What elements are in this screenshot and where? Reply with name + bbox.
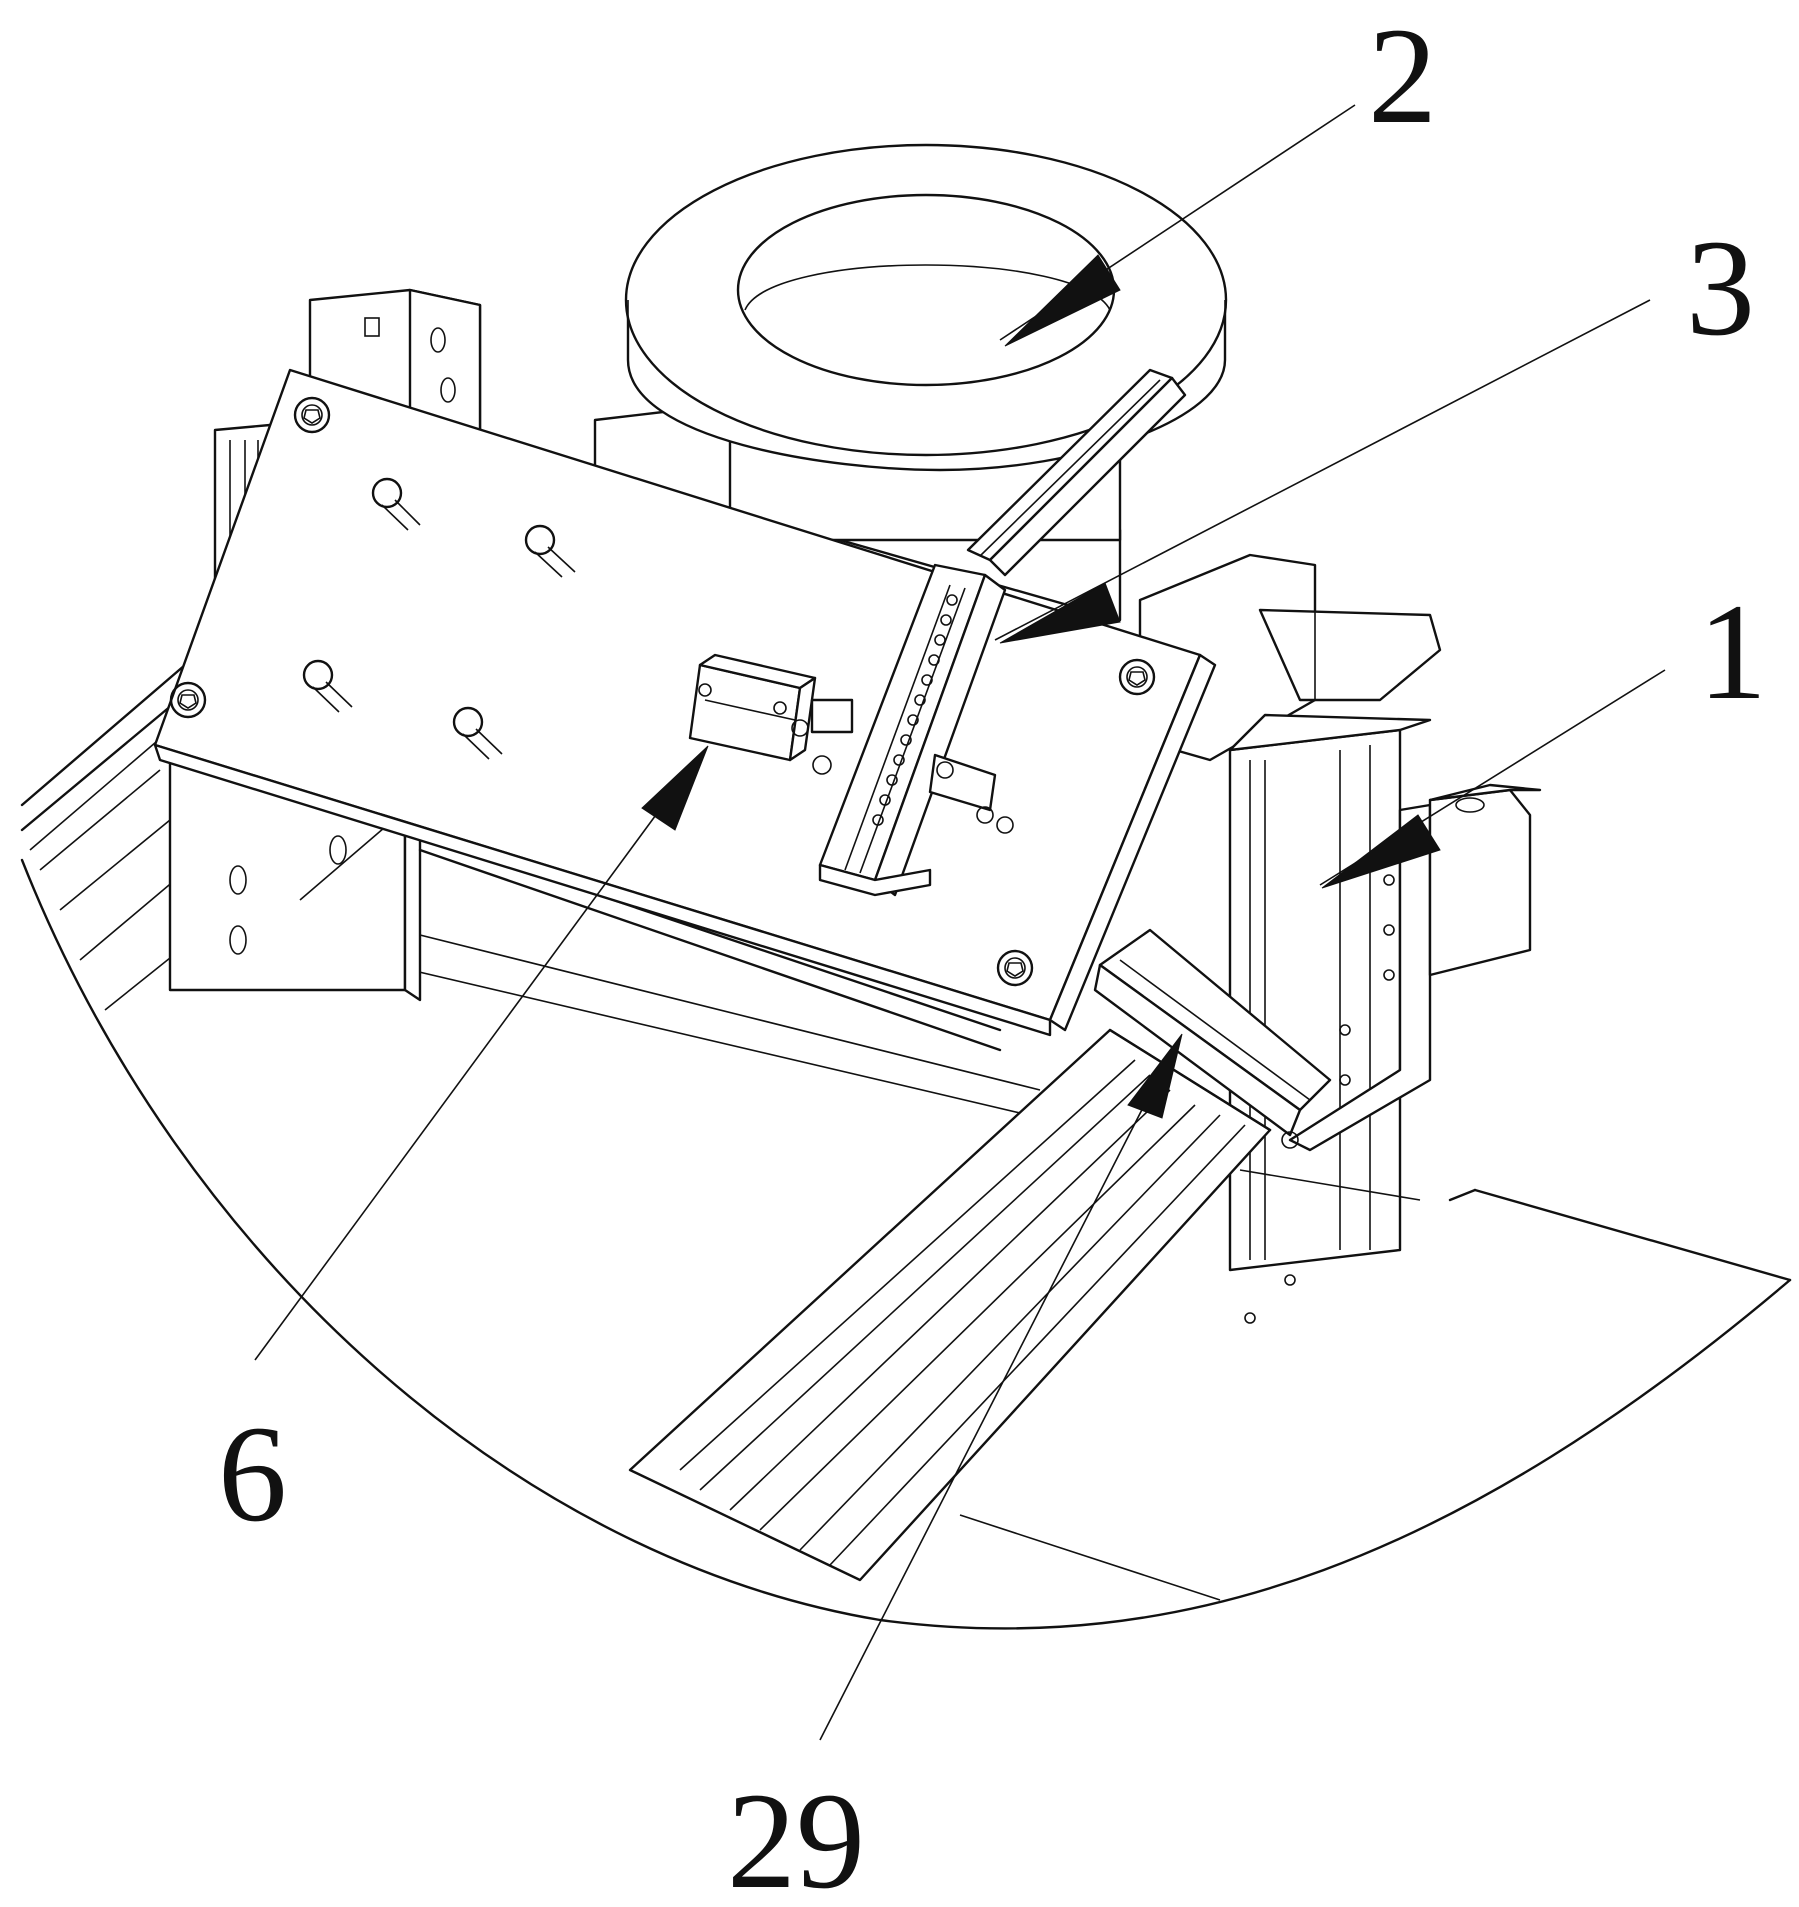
arrowhead-3 — [999, 582, 1121, 644]
cap-screw-icon — [524, 524, 576, 578]
callout-1: 1 — [1698, 575, 1767, 728]
plate-cap-screws — [302, 477, 576, 760]
diagonal-extrusion-rail — [628, 1028, 1421, 1582]
callout-2: 2 — [1368, 0, 1437, 152]
arrowhead-1 — [1321, 814, 1441, 889]
stop-cylinder — [928, 753, 1014, 834]
tilted-mounting-plate — [153, 368, 1217, 1037]
vibratory-bowl-ring — [624, 143, 1228, 472]
cap-screw-icon — [452, 706, 503, 760]
plate-corner-bolts — [169, 396, 1156, 987]
bolt-head-icon — [169, 681, 207, 719]
right-side-block — [1428, 783, 1542, 977]
arrowhead-29 — [1127, 1033, 1183, 1119]
leader-lines — [254, 104, 1666, 1741]
left-extrusion-rail — [20, 663, 192, 1011]
arrowhead-2 — [1004, 254, 1121, 347]
cap-screw-icon — [302, 659, 353, 713]
cap-screw-icon — [371, 477, 421, 531]
callout-6: 6 — [218, 1397, 287, 1550]
arrowhead-6 — [641, 745, 709, 831]
pneumatic-cylinder — [688, 653, 854, 775]
detail-view-boundary-arc — [20, 858, 1792, 1630]
callout-3: 3 — [1686, 211, 1755, 364]
callout-29: 29 — [727, 1764, 865, 1907]
leader-line-6 — [254, 754, 701, 1361]
feed-chute — [966, 368, 1187, 577]
leader-line-29 — [819, 1044, 1176, 1741]
bolt-head-icon — [1118, 658, 1156, 696]
bolt-head-icon — [293, 396, 331, 434]
discharge-trough — [1093, 928, 1332, 1149]
guide-track-screws — [872, 594, 958, 826]
bolt-head-icon — [996, 949, 1034, 987]
